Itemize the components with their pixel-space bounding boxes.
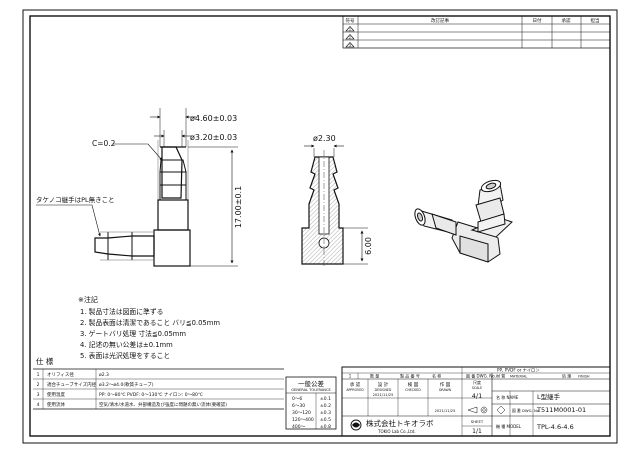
tolerance-value: ±0.1 (320, 396, 331, 402)
spec-row-value: ø3.2〜ø4.0(軟質チューブ) (99, 381, 154, 388)
material-en: MATERIAL (510, 375, 527, 379)
spec-row-value: PP: 0〜80℃ PVDF: 0〜130℃ ナイロン: 0〜80℃ (99, 392, 203, 398)
projection-symbol-icon (467, 406, 488, 414)
tolerance-range: 120〜400 (292, 417, 314, 423)
dim-chamfer: C=0.2 (92, 139, 116, 148)
rev-header-description: 改訂記事 (431, 17, 449, 24)
rev-triangle-icon: 3 (345, 42, 355, 48)
scale-en: SCALE (472, 386, 482, 390)
front-view (36, 108, 238, 267)
checked-en: CHECKED (405, 388, 421, 392)
company-logo-icon (350, 419, 362, 431)
spec-title: 仕 様 (36, 356, 54, 366)
product-no-label: 製 品 番 号 (400, 373, 420, 379)
spec-row-item: 使用温度 (47, 391, 65, 398)
spec-row-item: オリフィス径 (47, 371, 74, 378)
spec-row-no: 2 (37, 382, 40, 388)
svg-text:1: 1 (349, 28, 351, 32)
dim-outer-diameter: ø4.60±0.03 (190, 114, 237, 123)
qty-label: 数 量 (370, 373, 379, 379)
dim-section-depth: 6.00 (364, 237, 373, 255)
tolerance-value: ±0.5 (320, 417, 331, 423)
tolerance-range: 0〜6 (292, 396, 302, 402)
notes-item: 5. 表面は光沢処理をすること (80, 351, 170, 360)
drawing-label: 図 番 DWG. No. (512, 408, 540, 413)
company-name: 株式会社トキオラボ (366, 418, 434, 428)
svg-text:3: 3 (349, 44, 351, 48)
tolerance-range: 400〜 (292, 424, 306, 430)
designed-label: 設 計 (378, 381, 389, 388)
tolerance-value: ±0.8 (320, 424, 331, 430)
dim-inner-diameter: ø3.20±0.03 (190, 133, 237, 142)
tolerance-value: ±0.3 (320, 410, 331, 416)
spec-row-no: 1 (37, 372, 40, 378)
tolerance-range: 30〜120 (292, 410, 311, 416)
inner-border (29, 15, 611, 437)
title-block: PP, PVDF or ナイロン 1 数 量 製 品 番 号 名 称 図 番 D… (341, 366, 611, 437)
tolerance-value: ±0.2 (320, 403, 331, 409)
spec-row-item: 適合チューブサイズ内径 (47, 381, 97, 388)
notes-item: 4. 記述の無い公差は±0.1mm (80, 340, 173, 349)
tolerance-table: 一般公差 GENERAL TOLERANCE 0〜6 ±0.1 6〜30 ±0.… (285, 376, 337, 430)
spec-row-no: 4 (37, 402, 40, 408)
row-number: 1 (349, 374, 352, 379)
tolerance-range: 6〜30 (292, 403, 305, 409)
material-label: 材 質 (496, 373, 505, 379)
dwg-label: 図 番 DWG. No. (466, 373, 496, 379)
approved-label: 承 認 (350, 381, 361, 388)
sheet-label: SHEET (471, 419, 484, 424)
drawn-label: 作 図 (440, 381, 451, 388)
section-view (301, 144, 368, 268)
spec-row-no: 3 (37, 392, 40, 398)
rev-header-person: 担当 (591, 17, 600, 24)
notes-item: 3. ゲートバリ処理 寸法≦0.05mm (80, 329, 186, 338)
rev-triangle-icon: 1 (345, 26, 355, 32)
notes-block: ※注記 1. 製品寸法は図面に準ずる 2. 製品表面は清潔であること バリ≦0.… (78, 295, 220, 360)
notes-item: 1. 製品寸法は図面に準ずる (80, 307, 163, 316)
checked-label: 検 図 (408, 381, 419, 388)
rev-header-approved: 承認 (562, 17, 571, 24)
outer-border (22, 9, 618, 444)
finish-label: 処 理 (562, 373, 571, 379)
rev-header-symbol: 符号 (346, 17, 355, 24)
drawn-en: DRAWN (439, 388, 452, 392)
dim-height: 17.00±0.1 (234, 186, 243, 228)
company-name-en: TOKIO Lab Co.,Ltd. (377, 429, 416, 434)
spec-table: 仕 様 1 オリフィス径 ø2.3 2 適合チューブサイズ内径 ø3.2〜ø4.… (33, 356, 284, 410)
drawing-number: T511M0001-01 (536, 406, 586, 414)
part-name-label: 名 称 NAME (496, 394, 519, 400)
notes-title: ※注記 (78, 295, 98, 304)
spec-row-item: 使用流体 (47, 401, 65, 408)
spec-row-value: 空気/清水/水道水、弁部構造及び強度に問題の無い流体(要確認) (99, 401, 227, 408)
dim-bore: ø2.30 (313, 134, 336, 143)
rev-header-date: 日付 (533, 17, 542, 24)
model-name: TPL-4.6-4.6 (536, 423, 574, 431)
finish-en: FINISH (578, 375, 590, 379)
notes-item: 2. 製品表面は清潔であること バリ≦0.05mm (80, 318, 220, 327)
approved-en: APPROVED (346, 388, 364, 392)
part-name: L型継手 (537, 392, 561, 401)
model-label: 機 種 MODEL (496, 423, 522, 429)
spec-row-value: ø2.3 (99, 372, 109, 378)
tolerance-subtitle: GENERAL TOLERANCE (291, 388, 331, 392)
material-value: PP, PVDF or ナイロン (497, 368, 539, 374)
designed-en: DESIGNED (375, 388, 392, 392)
scale-value: 4/1 (472, 392, 482, 400)
hose-barb-note: タケノコ継手はPL無きこと (36, 195, 115, 204)
sheet-value: 1/1 (472, 428, 482, 435)
dwg-icon (496, 405, 506, 415)
scale-label: 尺度 (473, 379, 481, 385)
designed-date: 2021/11/25 (373, 393, 394, 397)
rev-triangle-icon: 2 (345, 34, 355, 40)
tolerance-title: 一般公差 (298, 379, 325, 388)
revision-block: 符号 改訂記事 日付 承認 担当 1 2 3 (342, 15, 611, 49)
svg-text:2: 2 (349, 36, 351, 40)
isometric-view (414, 179, 513, 263)
name-label: 名 称 (432, 373, 441, 379)
drawn-date: 2021/11/25 (435, 409, 456, 413)
